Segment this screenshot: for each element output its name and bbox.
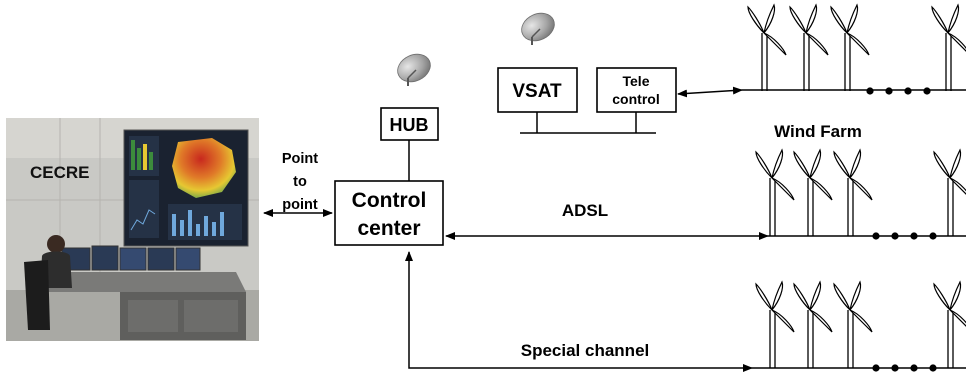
point-to-point-line-3: point bbox=[282, 197, 318, 213]
control-center-line-1: Control bbox=[352, 189, 427, 212]
ellipsis-dots bbox=[872, 364, 937, 372]
point-to-point-line-1: Point bbox=[282, 151, 318, 167]
wind-turbine-icon bbox=[747, 4, 787, 92]
hub-label: HUB bbox=[390, 115, 429, 135]
ellipsis-dots bbox=[872, 232, 937, 240]
satellite-dish-icon bbox=[392, 48, 436, 88]
wind-turbine-icon bbox=[833, 281, 873, 369]
wind-farm-label: Wind Farm bbox=[774, 122, 862, 141]
point-to-point-line-2: to bbox=[293, 174, 307, 190]
vsat-label: VSAT bbox=[512, 81, 562, 102]
wind-turbine-icon bbox=[793, 149, 833, 237]
telecontrol-link bbox=[677, 86, 743, 98]
wind-turbine-icon bbox=[833, 149, 873, 237]
telecontrol-line-1: Tele bbox=[623, 73, 650, 89]
ellipsis-dots bbox=[866, 87, 931, 95]
wind-turbine-icon bbox=[931, 4, 966, 92]
telecontrol-line-2: control bbox=[612, 91, 659, 107]
point-to-point-label: Point to point bbox=[282, 151, 318, 213]
wind-turbine-icon bbox=[755, 281, 795, 369]
satellite-dish-icon bbox=[516, 7, 560, 47]
control-center-box bbox=[334, 180, 444, 246]
adsl-label: ADSL bbox=[562, 201, 608, 220]
wind-turbine-icon bbox=[793, 281, 833, 369]
wind-turbine-icon bbox=[755, 149, 795, 237]
wind-turbine-icon bbox=[933, 149, 966, 237]
control-center-line-2: center bbox=[357, 217, 420, 240]
special-channel-link bbox=[405, 251, 753, 372]
control-room-photo bbox=[6, 118, 259, 341]
wind-turbine-icon bbox=[830, 4, 870, 92]
cecre-label: CECRE bbox=[30, 163, 90, 182]
wind-turbine-icon bbox=[933, 281, 966, 369]
wind-turbine-icon bbox=[789, 4, 829, 92]
special-channel-label: Special channel bbox=[521, 341, 650, 360]
telecontrol-box bbox=[596, 67, 677, 113]
vsat-box bbox=[497, 67, 578, 113]
